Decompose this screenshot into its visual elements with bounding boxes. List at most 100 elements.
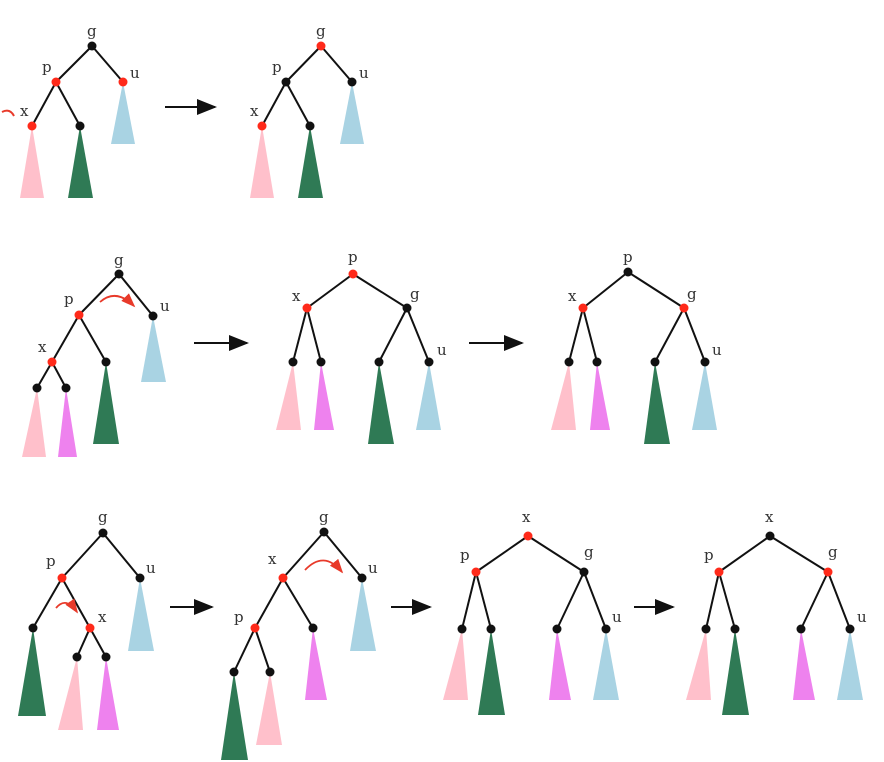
subtree-violet: [58, 388, 77, 457]
node-u: [135, 573, 145, 583]
label-x: x: [38, 338, 47, 356]
row3-step3-tree: x p g u: [443, 508, 622, 715]
node-x: [257, 121, 267, 131]
node-u: [118, 77, 128, 87]
node-x: [85, 623, 95, 633]
subtree-blue: [340, 82, 364, 144]
label-p: p: [46, 552, 56, 570]
node-leaf: [305, 121, 315, 131]
node-leaf: [229, 667, 239, 677]
label-p: p: [623, 248, 633, 266]
node-leaf: [265, 667, 275, 677]
row1-after-tree: g p u x: [250, 22, 369, 198]
row2-before-tree: g p u x: [22, 251, 170, 457]
subtree-pink: [22, 388, 46, 457]
label-x: x: [292, 287, 301, 305]
subtree-pink: [250, 126, 274, 198]
node-p: [623, 267, 633, 277]
node-x: [302, 303, 312, 313]
node-leaf: [101, 652, 111, 662]
node-g: [114, 269, 124, 279]
subtree-blue: [141, 316, 166, 382]
node-x: [27, 121, 37, 131]
subtree-blue: [111, 82, 135, 144]
node-leaf: [75, 121, 85, 131]
label-p: p: [348, 248, 358, 266]
node-u: [424, 357, 434, 367]
node-u: [601, 624, 611, 634]
node-leaf: [374, 357, 384, 367]
node-g: [87, 41, 97, 51]
node-leaf: [564, 357, 574, 367]
label-p: p: [234, 608, 244, 626]
label-g: g: [687, 285, 697, 303]
label-u: u: [712, 341, 722, 359]
node-g: [823, 567, 833, 577]
label-u: u: [612, 608, 622, 626]
subtree-green: [18, 628, 46, 716]
node-leaf: [316, 357, 326, 367]
label-p: p: [64, 290, 74, 308]
node-g: [98, 528, 108, 538]
label-g: g: [584, 543, 594, 561]
subtree-green: [68, 126, 93, 198]
node-x: [278, 573, 288, 583]
node-u: [700, 357, 710, 367]
node-leaf: [457, 624, 467, 634]
node-leaf: [72, 652, 82, 662]
node-u: [148, 311, 158, 321]
row3-step4-tree: x p g u: [686, 508, 867, 715]
node-leaf: [288, 357, 298, 367]
label-u: u: [857, 608, 867, 626]
label-x: x: [522, 508, 531, 526]
label-x: x: [765, 508, 774, 526]
rotation-hint-mark: [1, 109, 15, 117]
node-p: [281, 77, 291, 87]
subtree-violet: [305, 628, 327, 700]
rotation-hint-arrow: [55, 598, 79, 614]
label-u: u: [368, 559, 378, 577]
subtree-violet: [793, 629, 815, 700]
label-g: g: [114, 251, 124, 269]
subtree-green: [221, 672, 248, 760]
row1-before-tree: g p u x: [1, 22, 140, 198]
subtree-pink: [20, 126, 44, 198]
subtree-pink: [256, 672, 282, 745]
label-g: g: [319, 508, 329, 526]
rotation-hint-arrow: [304, 558, 344, 574]
subtree-pink: [686, 629, 711, 700]
node-p: [348, 269, 358, 279]
label-x: x: [268, 550, 277, 568]
label-p: p: [460, 546, 470, 564]
label-x: x: [568, 287, 577, 305]
node-leaf: [730, 624, 740, 634]
node-x: [47, 357, 57, 367]
label-g: g: [87, 22, 97, 40]
node-leaf: [486, 624, 496, 634]
label-x: x: [98, 608, 107, 626]
row3-step2-tree: g x u p: [221, 508, 378, 760]
node-leaf: [32, 383, 42, 393]
row3-step1-tree: g p u x: [18, 508, 156, 730]
node-u: [357, 573, 367, 583]
label-u: u: [160, 297, 170, 315]
node-p: [250, 623, 260, 633]
subtree-green: [644, 362, 670, 444]
node-leaf: [552, 624, 562, 634]
node-x: [765, 531, 775, 541]
subtree-violet: [549, 629, 571, 700]
node-u: [845, 624, 855, 634]
subtree-green: [478, 629, 505, 715]
node-leaf: [701, 624, 711, 634]
node-p: [471, 567, 481, 577]
subtree-green: [298, 126, 323, 198]
node-g: [319, 527, 329, 537]
subtree-blue: [128, 578, 154, 651]
node-leaf: [650, 357, 660, 367]
label-u: u: [146, 559, 156, 577]
label-p: p: [272, 58, 282, 76]
row2-middle-tree: p x g u: [276, 248, 447, 444]
subtree-pink: [276, 362, 301, 430]
subtree-violet: [97, 657, 119, 730]
